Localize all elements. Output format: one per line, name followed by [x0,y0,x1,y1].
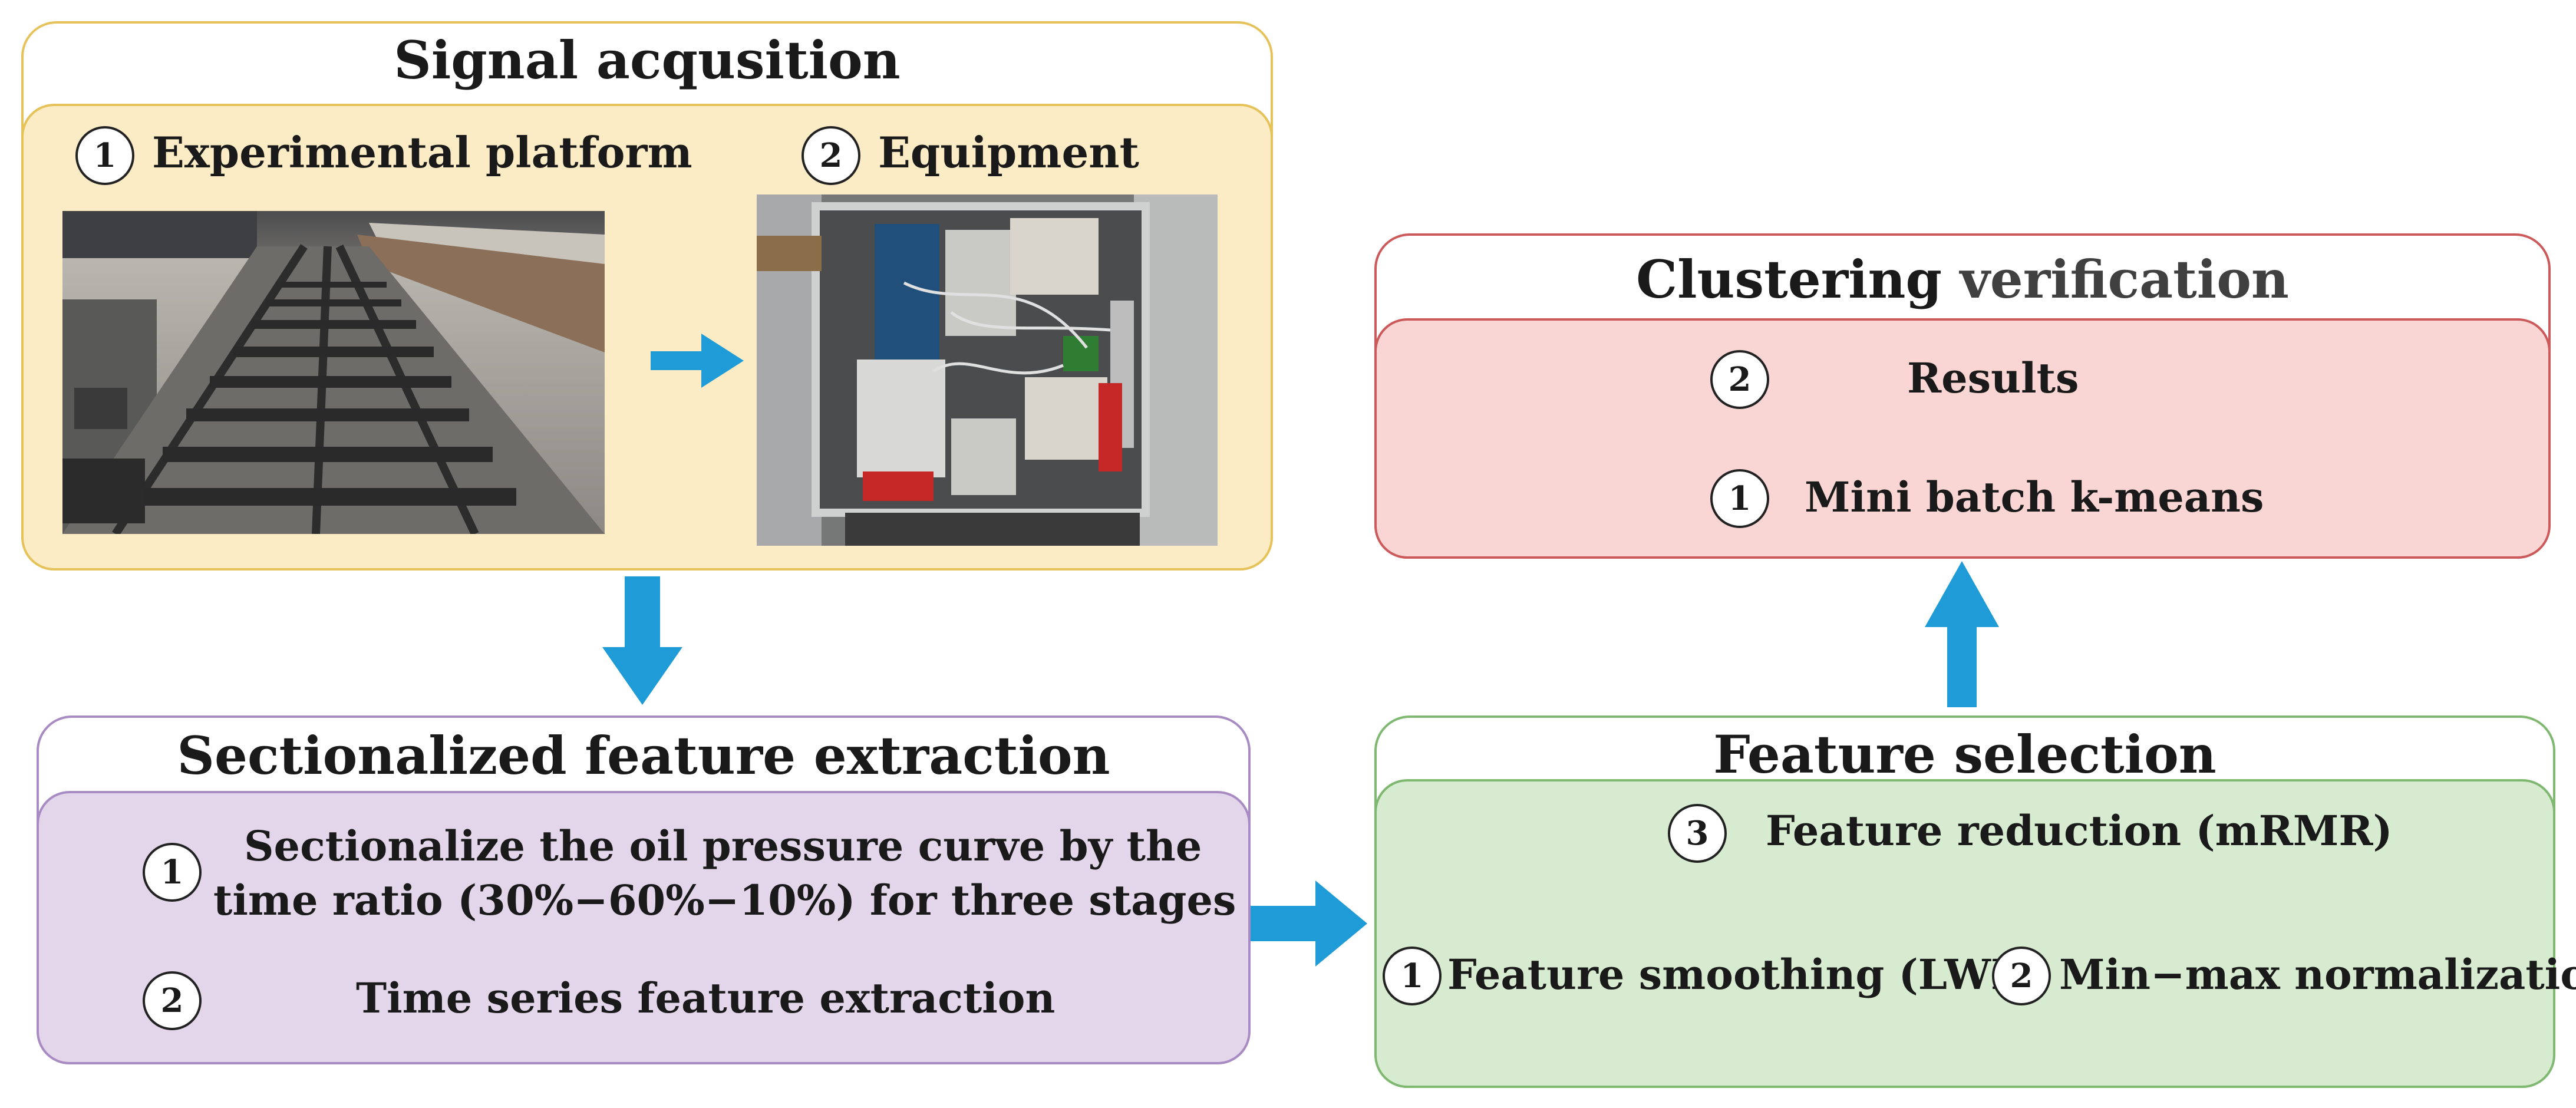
clustering-title-part2: verification [1960,249,2289,310]
feature-extraction-body [37,791,1251,1064]
results-label: Results [1907,354,2079,403]
mini-batch-kmeans-label: Mini batch k-means [1805,473,2264,522]
feature-reduction-label: Feature reduction (mRMR) [1766,806,2393,855]
arrow-down [602,576,682,705]
clustering-verification-body [1374,318,2551,559]
step-number-badge: 2 [802,126,860,185]
sectionalize-text-line1: Sectionalize the oil pressure curve by t… [244,822,1202,870]
time-series-feature-extraction-label: Time series feature extraction [356,974,1056,1023]
railway-switch-track-photo [62,211,605,534]
arrow-right-small [651,334,744,388]
step-number-badge: 1 [1383,947,1442,1005]
experimental-platform-label: Experimental platform [152,127,692,177]
feature-extraction-title: Sectionalized feature extraction [177,725,1110,786]
step-number-badge: 1 [1710,469,1769,528]
feature-smoothing-label: Feature smoothing (LWR) [1447,950,2045,999]
step-number-badge: 2 [1710,350,1769,409]
arrow-right-large [1251,881,1367,967]
step-number-badge: 2 [143,971,202,1030]
clustering-verification-title: Clustering verification [1377,253,2548,305]
feature-selection-body [1374,779,2555,1088]
equipment-label: Equipment [878,127,1139,177]
min-max-normalization-label: Min−max normalization [2059,950,2576,999]
switch-machine-equipment-photo [757,194,1218,546]
sectionalize-text-line2: time ratio (30%−60%−10%) for three stage… [213,876,1236,925]
arrow-up [1925,561,1999,707]
step-number-badge: 2 [1992,947,2051,1005]
equipment-photo-drawing [757,194,1218,546]
track-photo-drawing [62,211,605,534]
feature-selection-title: Feature selection [1713,724,2217,785]
step-number-badge: 1 [143,843,202,902]
step-number-badge: 1 [75,126,134,185]
clustering-title-part1: Clustering [1636,249,1960,310]
signal-acquisition-title: Signal acqusition [394,29,901,91]
step-number-badge: 3 [1668,804,1727,863]
